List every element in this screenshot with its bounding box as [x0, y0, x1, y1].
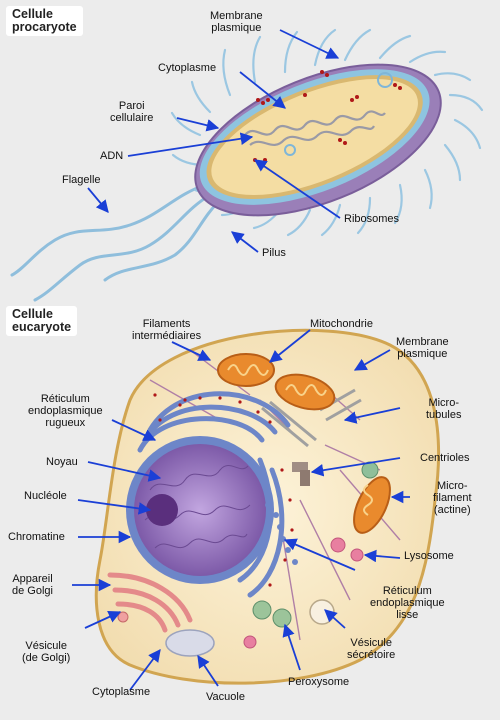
label-text: Réticulum [382, 585, 432, 597]
label-text: plasmique [397, 348, 448, 360]
label-euk-filaments: Filaments intermédiaires [132, 318, 201, 342]
label-text: Vacuole [206, 691, 245, 703]
label-euk-secretory-vesicle: Vésicule sécrétoire [347, 637, 395, 661]
label-text: (de Golgi) [22, 652, 71, 664]
pili [170, 28, 484, 237]
label-prok-dna: ADN [100, 150, 123, 162]
label-euk-chromatin: Chromatine [8, 531, 65, 543]
prokaryote-pointers [87, 29, 341, 253]
label-prok-ribosomes: Ribosomes [344, 213, 399, 225]
nucleolus [146, 494, 178, 526]
label-euk-rer: Réticulum endoplasmique rugueux [28, 393, 103, 429]
label-euk-golgi-vesicle: Vésicule (de Golgi) [22, 640, 70, 664]
peroxisome-b [272, 608, 292, 628]
prokaryote-title: Cellule procaryote [6, 6, 83, 36]
label-euk-golgi: Appareil de Golgi [12, 573, 53, 597]
secretory-vesicle [309, 599, 335, 625]
label-text: Vésicule [25, 640, 67, 652]
lysosome-2 [350, 548, 364, 562]
label-prok-membrane: Membrane plasmique [210, 10, 263, 34]
label-text: Cytoplasme [92, 686, 151, 698]
prokaryote-title-line1: Cellule [12, 7, 53, 21]
label-text: Membrane [396, 336, 449, 348]
label-text: (actine) [433, 504, 471, 516]
label-prok-cytoplasm: Cytoplasme [158, 62, 216, 74]
label-euk-cytoplasm: Cytoplasme [92, 686, 150, 698]
smooth-er [265, 502, 298, 565]
label-text: Filaments [142, 318, 191, 330]
centrioles [292, 462, 310, 486]
small-lysosome [243, 635, 257, 649]
eukaryote-title-line2: eucaryote [12, 320, 72, 334]
label-text: Cytoplasme [158, 62, 217, 74]
label-prok-pilus: Pilus [262, 247, 286, 259]
label-euk-peroxisome: Peroxysome [288, 676, 349, 688]
lysosome [330, 537, 346, 553]
golgi-vesicle [117, 611, 129, 623]
label-text: filament [433, 492, 472, 504]
label-text: Membrane [210, 10, 263, 22]
eukaryote-cell [94, 328, 441, 685]
nucleus [134, 444, 266, 576]
label-text: Nucléole [24, 490, 67, 502]
peroxisome-a [252, 600, 272, 620]
eukaryote-title: Cellule eucaryote [6, 306, 78, 336]
golgi-apparatus [107, 572, 193, 633]
label-text: Peroxysome [288, 676, 350, 688]
label-text: Chromatine [8, 531, 65, 543]
label-text: Micro- [436, 480, 468, 492]
label-text: Réticulum [40, 393, 90, 405]
label-euk-nucleus: Noyau [46, 456, 78, 468]
label-euk-microfilament: Micro- filament (actine) [433, 480, 472, 516]
label-euk-lysosome: Lysosome [404, 550, 454, 562]
label-prok-flagellum: Flagelle [62, 174, 101, 186]
label-text: Centrioles [420, 452, 470, 464]
prokaryote-cell [10, 28, 484, 302]
label-euk-ser: Réticulum endoplasmique lisse [370, 585, 445, 621]
label-text: Mitochondrie [310, 318, 373, 330]
label-euk-mitochondria: Mitochondrie [310, 318, 373, 330]
label-text: Flagelle [62, 174, 101, 186]
label-text: Noyau [46, 456, 78, 468]
label-euk-microtubules: Micro- tubules [426, 397, 461, 421]
label-text: Pilus [262, 247, 286, 259]
mitochondria [217, 353, 391, 534]
label-text: endoplasmique [370, 597, 445, 609]
er-ribosomes [153, 393, 294, 587]
label-text: de Golgi [12, 585, 53, 597]
label-prok-wall: Paroi cellulaire [110, 100, 153, 124]
label-text: tubules [426, 409, 462, 421]
prokaryote-title-line2: procaryote [12, 20, 77, 34]
label-text: Ribosomes [344, 213, 400, 225]
label-text: endoplasmique [28, 405, 103, 417]
label-text: Paroi [118, 100, 145, 112]
label-text: sécrétoire [347, 649, 396, 661]
label-text: Appareil [12, 573, 53, 585]
eukaryote-pointers [72, 329, 410, 691]
label-euk-centrioles: Centrioles [420, 452, 470, 464]
label-text: plasmique [211, 22, 262, 34]
microtubules [261, 388, 362, 448]
label-text: Lysosome [404, 550, 454, 562]
label-text: ADN [100, 150, 124, 162]
vacuole [165, 629, 215, 657]
label-euk-vacuole: Vacuole [206, 691, 245, 703]
label-text: cellulaire [110, 112, 154, 124]
eukaryote-title-line1: Cellule [12, 307, 53, 321]
label-euk-nucleolus: Nucléole [24, 490, 67, 502]
label-euk-membrane: Membrane plasmique [396, 336, 449, 360]
label-text: Micro- [428, 397, 460, 409]
label-text: Vésicule [350, 637, 392, 649]
label-text: lisse [396, 609, 419, 621]
dna-strand [244, 110, 386, 146]
flagella [10, 183, 222, 302]
label-text: rugueux [45, 417, 86, 429]
label-text: intermédiaires [132, 330, 202, 342]
